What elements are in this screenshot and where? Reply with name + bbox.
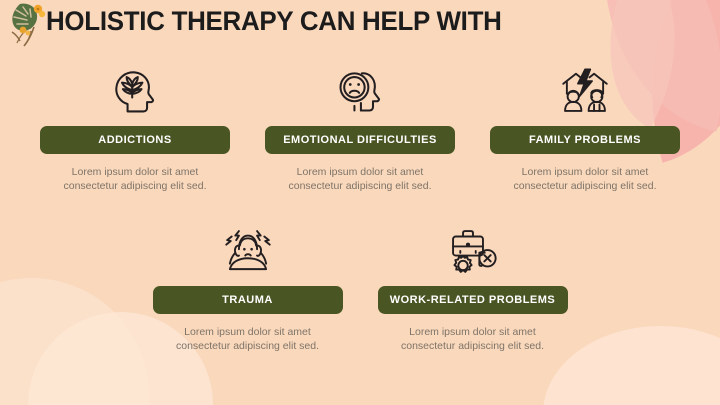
card-label-pill[interactable]: ADDICTIONS [40, 126, 230, 154]
card-description: Lorem ipsum dolor sit amet consectetur a… [288, 166, 432, 193]
card-description: Lorem ipsum dolor sit amet consectetur a… [176, 326, 319, 353]
card-label-pill[interactable]: WORK-RELATED PROBLEMS [377, 286, 568, 314]
slide-header: HOLISTIC THERAPY CAN HELP WITH [0, 0, 720, 48]
distressed-person-icon [219, 222, 277, 280]
card-row-top: ADDICTIONS Lorem ipsum dolor sit amet co… [0, 62, 720, 194]
card-emotional-difficulties[interactable]: EMOTIONAL DIFFICULTIES Lorem ipsum dolor… [265, 62, 455, 194]
card-description: Lorem ipsum dolor sit amet consectetur a… [513, 166, 657, 193]
card-family-problems[interactable]: FAMILY PROBLEMS Lorem ipsum dolor sit am… [490, 62, 680, 194]
card-label-pill[interactable]: EMOTIONAL DIFFICULTIES [265, 126, 455, 154]
head-sad-face-icon [332, 62, 388, 120]
head-cannabis-leaf-icon [107, 62, 163, 120]
card-row-bottom: TRAUMA Lorem ipsum dolor sit amet consec… [0, 222, 720, 354]
card-description: Lorem ipsum dolor sit amet consectetur a… [63, 166, 207, 193]
card-work-related-problems[interactable]: WORK-RELATED PROBLEMS Lorem ipsum dolor … [377, 222, 568, 354]
briefcase-gear-error-icon [444, 222, 502, 280]
card-label-pill[interactable]: FAMILY PROBLEMS [490, 126, 680, 154]
monstera-leaf-icon [4, 0, 50, 50]
card-addictions[interactable]: ADDICTIONS Lorem ipsum dolor sit amet co… [40, 62, 230, 194]
card-description: Lorem ipsum dolor sit amet consectetur a… [401, 326, 544, 353]
broken-home-family-icon [556, 62, 614, 120]
card-label-pill[interactable]: TRAUMA [152, 286, 343, 314]
page-title: HOLISTIC THERAPY CAN HELP WITH [46, 6, 502, 36]
card-trauma[interactable]: TRAUMA Lorem ipsum dolor sit amet consec… [152, 222, 343, 354]
